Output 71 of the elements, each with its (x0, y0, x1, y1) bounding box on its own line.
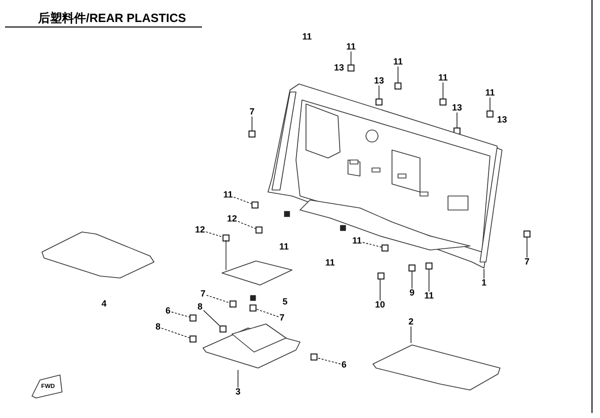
fastener-icon (248, 130, 256, 138)
callout-number: 7 (524, 258, 530, 266)
callout-number: 8 (154, 322, 162, 332)
leader-line (317, 358, 341, 364)
callout-number: 12 (226, 214, 238, 224)
callout-number: 7 (200, 290, 206, 298)
callout-number: 8 (196, 302, 204, 312)
callout-number: 4 (100, 300, 108, 308)
callout-number: 11 (423, 292, 435, 300)
callout-number: 11 (278, 242, 290, 252)
panel-drawing (201, 322, 302, 370)
fastener-icon (190, 314, 196, 322)
callout-number: 10 (374, 300, 386, 310)
fastener-icon (190, 336, 196, 342)
fastener-icon (382, 244, 388, 252)
fastener-icon (426, 262, 432, 270)
fastener-icon (252, 202, 258, 208)
leader-line (206, 232, 223, 238)
callout-number: 11 (392, 58, 404, 66)
leader-line (410, 326, 412, 344)
callout-number: 13 (496, 116, 508, 124)
fastener-icon (310, 354, 318, 360)
callout-number: 11 (345, 42, 357, 52)
callout-number: 13 (333, 64, 345, 72)
leader-line (171, 312, 190, 318)
leader-line (350, 51, 352, 65)
panel-drawing (371, 343, 502, 392)
callout-number: 7 (278, 314, 286, 322)
fastener-icon (250, 304, 256, 312)
leader-line (428, 269, 430, 292)
fastener-icon (222, 234, 230, 242)
callout-number: 6 (340, 360, 348, 370)
callout-number: 6 (164, 306, 172, 316)
callout-number: 3 (234, 388, 242, 396)
callout-number: 13 (451, 104, 463, 112)
callout-number: 11 (301, 32, 313, 42)
callout-number: 1 (480, 278, 488, 288)
fastener-icon (378, 272, 384, 280)
fastener-icon (440, 98, 446, 106)
leader-line (362, 242, 382, 248)
fastener-icon (408, 264, 416, 272)
callout-number: 11 (324, 258, 336, 268)
leader-line (456, 112, 458, 128)
callout-number: 9 (408, 288, 416, 298)
fastener-icon (524, 230, 530, 238)
fastener-icon (348, 64, 354, 72)
leader-line (206, 294, 230, 304)
callout-number: 13 (373, 76, 385, 86)
fastener-icon (394, 82, 402, 90)
fastener-icon (486, 110, 494, 118)
callout-number: 5 (282, 298, 288, 306)
callout-number: 11 (437, 74, 449, 82)
leader-line (442, 82, 444, 99)
leader-line (256, 308, 279, 318)
callout-number: 7 (248, 108, 256, 116)
callout-number: 11 (351, 236, 363, 246)
leader-line (526, 237, 528, 258)
callout-number: 2 (408, 318, 414, 326)
leader-line (203, 310, 220, 326)
fastener-icon (256, 226, 262, 234)
callout-number: 11 (484, 88, 496, 98)
leader-line (233, 196, 252, 204)
leader-line (378, 85, 380, 99)
diagram-title: 后塑料件/REAR PLASTICS (38, 10, 186, 27)
fastener-icon (376, 98, 382, 106)
fastener-icon (230, 300, 236, 308)
leader-line (161, 328, 190, 338)
callout-number: 12 (194, 226, 206, 234)
fastener-icon (220, 326, 226, 332)
leader-line (238, 221, 256, 229)
callout-number: 11 (222, 190, 234, 200)
